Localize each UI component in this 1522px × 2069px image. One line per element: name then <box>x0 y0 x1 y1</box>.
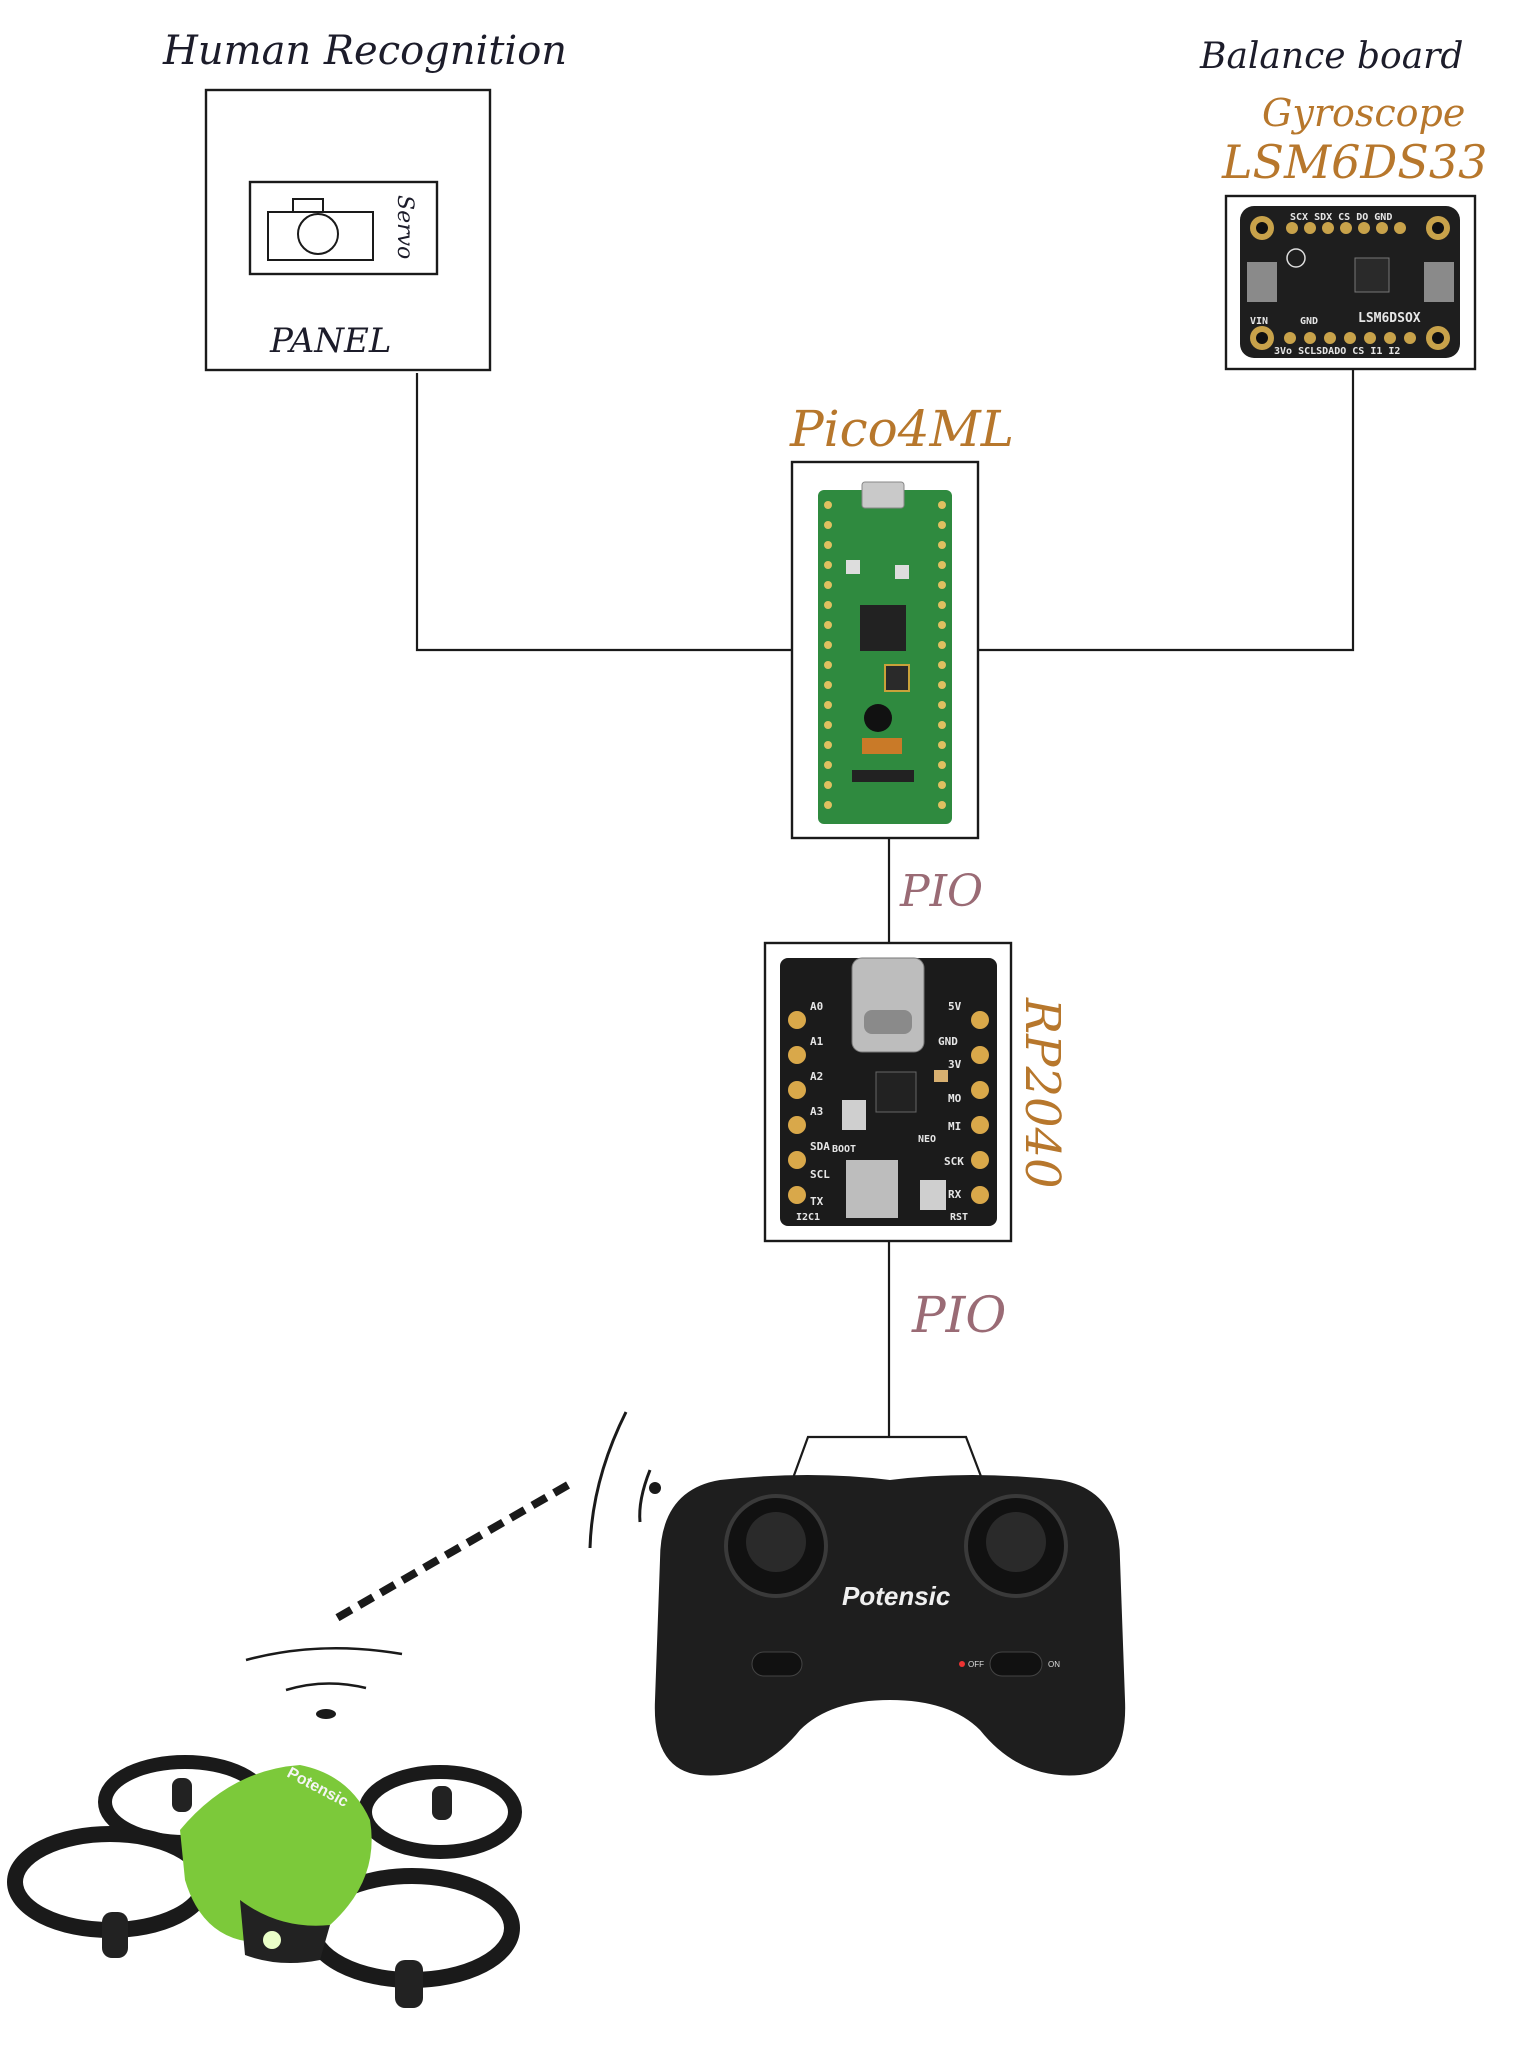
gyro-vin-label: VIN <box>1250 316 1268 327</box>
gyro-gnd-label: GND <box>1300 316 1318 327</box>
qtpy-pin-5v: 5V <box>948 1000 962 1013</box>
controller-brand: Potensic <box>842 1581 951 1611</box>
qtpy-pin-mi: MI <box>948 1120 961 1133</box>
drone-led-icon <box>263 1931 281 1949</box>
rp2040-label: RP2040 <box>1014 997 1070 1189</box>
signal-dot <box>649 1482 661 1494</box>
qtpy-rst-label: RST <box>950 1212 968 1223</box>
signal-dashed-line <box>328 1481 570 1626</box>
wifi-icon-arc-outer <box>245 1647 403 1662</box>
wireless-signal <box>245 1411 661 1719</box>
qtpy-pin-gnd: GND <box>938 1035 958 1048</box>
human-recognition-title: Human Recognition <box>162 28 567 74</box>
camera-servo-box <box>248 180 439 276</box>
qtpy-pin-a3: A3 <box>810 1105 823 1118</box>
signal-arc-large <box>588 1411 628 1549</box>
pio-label-2: PIO <box>911 1286 1006 1344</box>
controller-left-button <box>751 1651 803 1677</box>
pico4ml-block: Pico4ML <box>789 400 1014 840</box>
camera-icon <box>267 198 374 261</box>
qtpy-pin-a2: A2 <box>810 1070 823 1083</box>
drone: Potensic <box>7 1755 522 2008</box>
gyro-top-pins: SCX SDX CS DO GND <box>1290 212 1392 223</box>
balance-board-title: Balance board <box>1199 36 1463 77</box>
controller-antenna-bracket <box>783 1435 992 1501</box>
qtpy-pin-scl: SCL <box>810 1168 830 1181</box>
servo-label: Servo <box>392 195 417 259</box>
qtpy-pin-3v: 3V <box>948 1058 962 1071</box>
gyro-pcb: SCX SDX CS DO GND LSM6DSOX VIN GND 3Vo S… <box>1240 206 1460 358</box>
qtpy-pin-sck: SCK <box>944 1155 964 1168</box>
qtpy-pin-tx: TX <box>810 1195 824 1208</box>
controller-power-switch <box>989 1651 1043 1677</box>
pio-label-1: PIO <box>899 866 983 917</box>
gyro-box <box>1224 194 1477 371</box>
rp2040-block: A0 A1 A2 A3 SDA SCL TX 5V GND 3V MO MI S… <box>763 941 1070 1243</box>
qtpy-pin-a0: A0 <box>810 1000 823 1013</box>
wifi-icon-dot <box>316 1709 336 1719</box>
rp2040-pcb: A0 A1 A2 A3 SDA SCL TX 5V GND 3V MO MI S… <box>780 957 997 1226</box>
controller-on-label: ON <box>1048 1660 1060 1669</box>
wire-gyro-to-pico <box>978 368 1355 652</box>
panel-label: PANEL <box>269 321 391 361</box>
panel-box <box>204 88 492 372</box>
wifi-icon-arc-inner <box>285 1682 367 1692</box>
remote-controller: Potensic OFF ON <box>654 1435 1126 1776</box>
pico4ml-label: Pico4ML <box>789 400 1014 458</box>
qtpy-pin-a1: A1 <box>810 1035 824 1048</box>
connection-wires <box>415 368 1355 1437</box>
qtpy-boot-label: BOOT <box>832 1144 856 1155</box>
balance-board-block: Balance board Gyroscope LSM6DS33 SCX SDX… <box>1199 36 1487 371</box>
drone-body <box>180 1765 372 1943</box>
signal-arc-small <box>638 1469 652 1523</box>
gyro-chip-label: LSM6DSOX <box>1358 311 1421 326</box>
rp2040-box <box>763 941 1013 1243</box>
qtpy-pin-mo: MO <box>948 1092 962 1105</box>
pico4ml-box <box>790 460 980 840</box>
gyro-model-label: LSM6DS33 <box>1221 135 1487 189</box>
qtpy-i2c-label: I2C1 <box>796 1212 820 1223</box>
gyroscope-label: Gyroscope <box>1262 91 1465 135</box>
pico4ml-pcb <box>818 481 952 824</box>
qtpy-neo-label: NEO <box>918 1134 936 1145</box>
human-recognition-block: Human Recognition Servo PANEL <box>162 28 567 372</box>
gyro-bottom-pins: 3Vo SCLSDADO CS I1 I2 <box>1274 346 1400 357</box>
controller-off-label: OFF <box>968 1660 984 1669</box>
wire-panel-to-pico <box>415 373 792 652</box>
qtpy-pin-rx: RX <box>948 1188 962 1201</box>
qtpy-pin-sda: SDA <box>810 1140 830 1153</box>
